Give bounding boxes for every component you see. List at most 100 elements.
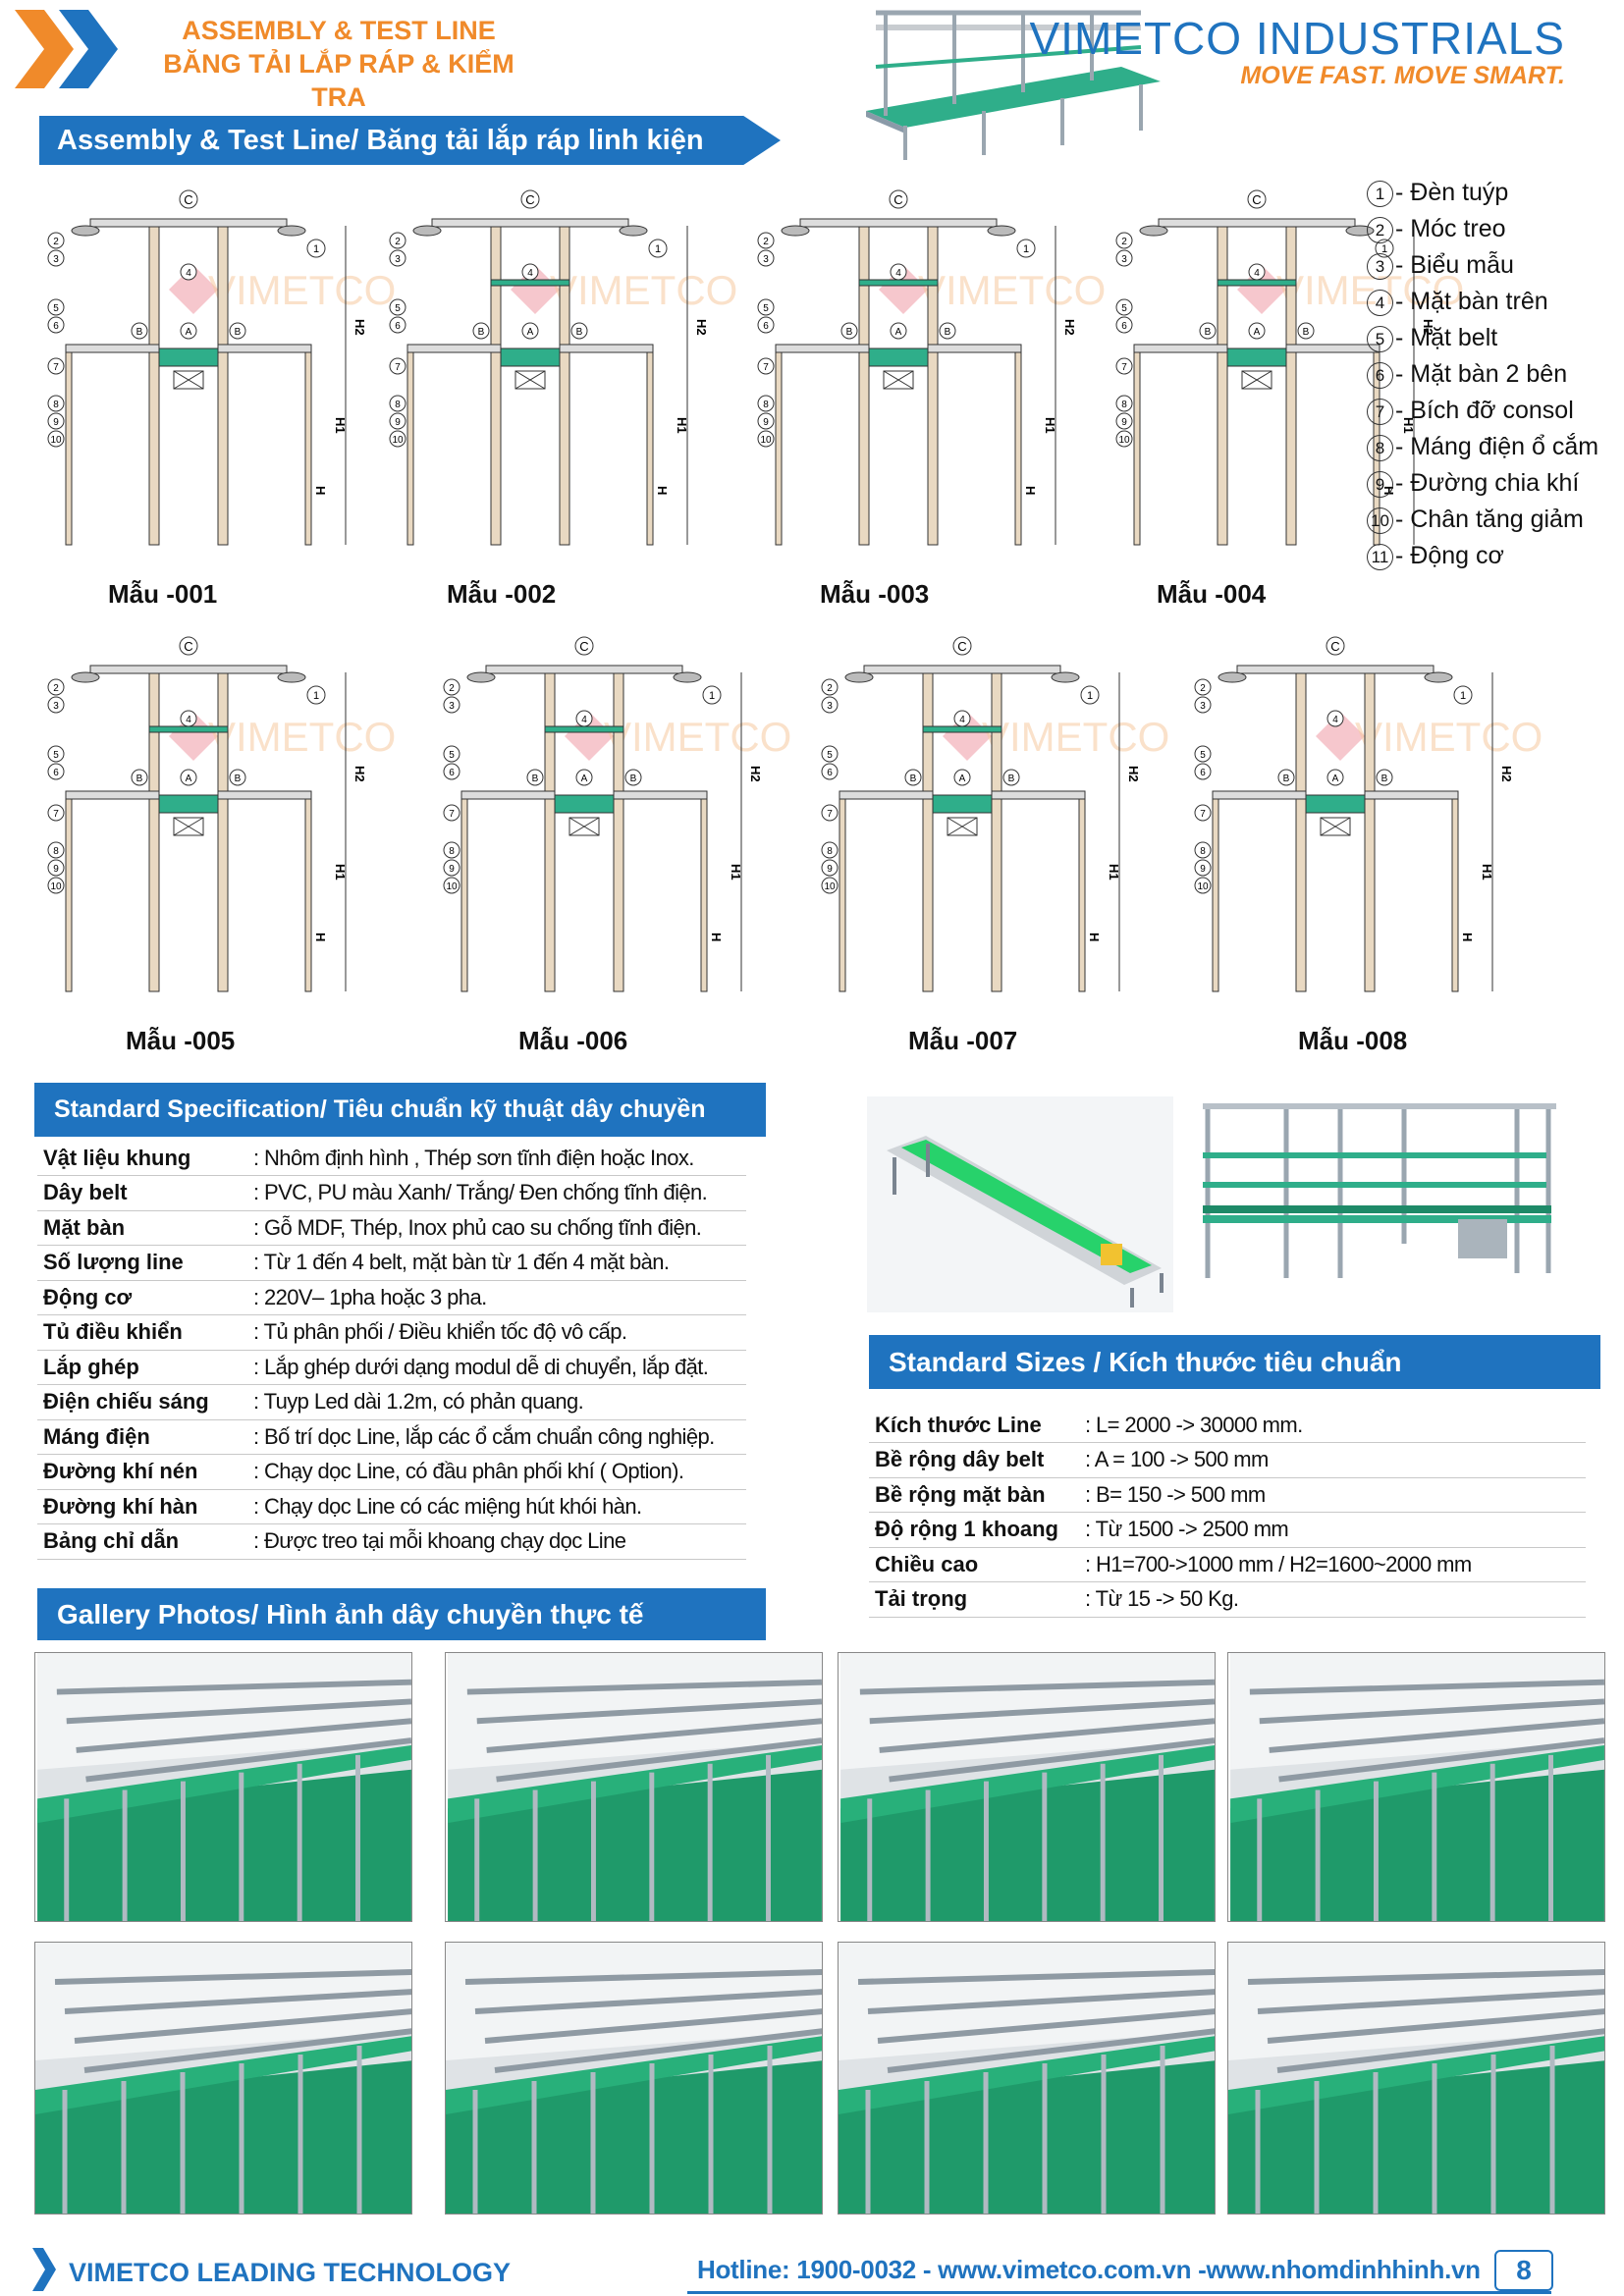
- table-row: Kích thước Line: L= 2000 -> 30000 mm.: [869, 1408, 1586, 1443]
- callout-icon: [443, 696, 460, 714]
- frame-post: [148, 220, 160, 546]
- frame-post: [490, 220, 502, 546]
- table-row: Đường khí nén: Chạy dọc Line, có đầu phâ…: [37, 1454, 746, 1490]
- leg: [1014, 351, 1022, 546]
- dimension-h2-label: H2: [748, 766, 763, 782]
- callout-icon: [389, 298, 406, 316]
- side-table: [927, 344, 1022, 353]
- dimension-marker-label: B: [945, 327, 951, 338]
- callout-icon: [1016, 239, 1036, 258]
- product-line-image: [1193, 1096, 1568, 1288]
- callout-icon: [47, 877, 65, 894]
- row-key: Độ rộng 1 khoang: [869, 1512, 1085, 1548]
- watermark-text: VIMETCO: [918, 267, 1106, 313]
- callout-number: 4: [186, 268, 191, 279]
- dimension-marker-icon: [939, 322, 956, 340]
- callout-number: 3: [395, 254, 401, 265]
- callout-icon: [1115, 395, 1133, 412]
- header-product-image: [866, 10, 1161, 160]
- callout-number: 6: [827, 768, 833, 778]
- side-table: [1212, 790, 1307, 800]
- callout-icon: [1080, 685, 1100, 705]
- row-value: : A = 100 -> 500 mm: [1085, 1442, 1586, 1478]
- belt: [554, 794, 615, 814]
- model-label: Mẫu -002: [447, 579, 557, 609]
- legend-number-icon: 4: [1367, 290, 1393, 316]
- dimension-h-label: H: [313, 486, 328, 495]
- dimension-c-label: C: [184, 639, 192, 654]
- table-row: Mặt bàn: Gỗ MDF, Thép, Inox phủ cao su c…: [37, 1210, 746, 1246]
- model-label: Mẫu -008: [1298, 1026, 1408, 1055]
- row-key: Bề rộng mặt bàn: [869, 1477, 1085, 1513]
- callout-number: 3: [53, 254, 59, 265]
- leg: [1133, 351, 1141, 546]
- belt: [868, 347, 929, 367]
- frame-post: [1364, 667, 1376, 992]
- callout-icon: [47, 412, 65, 430]
- watermark-logo: [879, 265, 928, 314]
- callout-icon: [389, 357, 406, 375]
- dimension-marker-icon: [1297, 322, 1315, 340]
- belt: [158, 347, 219, 367]
- legend-label: - Đèn tuýp: [1395, 179, 1509, 206]
- table-row: Số lượng line: Từ 1 đến 4 belt, mặt bàn …: [37, 1245, 746, 1281]
- legend-number-icon: 8: [1367, 435, 1393, 461]
- header-title-vi: BĂNG TẢI LẮP RÁP & KIỂM TRA: [163, 49, 514, 112]
- callout-number: 9: [395, 417, 401, 428]
- top-bar: [1158, 218, 1356, 228]
- callout-icon: [180, 263, 197, 281]
- callout-icon: [47, 678, 65, 696]
- dimension-marker-label: B: [910, 774, 917, 784]
- callout-number: 10: [50, 435, 62, 446]
- dimension-marker-label: B: [136, 327, 143, 338]
- legend-label: - Móc treo: [1395, 215, 1506, 242]
- side-table: [1285, 344, 1380, 353]
- callout-icon: [1194, 877, 1212, 894]
- header-title: ASSEMBLY & TEST LINE BĂNG TẢI LẮP RÁP & …: [137, 14, 540, 114]
- watermark-logo: [565, 712, 614, 761]
- gallery-photo: [838, 1942, 1216, 2215]
- dimension-c-label: C: [184, 192, 192, 207]
- top-bar: [799, 218, 998, 228]
- callout-number: 1: [1087, 690, 1093, 702]
- legend-number-icon: 11: [1367, 544, 1393, 570]
- side-table: [406, 344, 502, 353]
- model-label: Mẫu -005: [126, 1026, 236, 1055]
- top-bar: [89, 218, 288, 228]
- legend-label: - Đường chia khí: [1395, 469, 1580, 497]
- table-row: Đường khí hàn: Chạy dọc Line có các miện…: [37, 1489, 746, 1524]
- callout-number: 1: [313, 690, 319, 702]
- dimension-h-label: H: [709, 933, 724, 941]
- header-title-en: ASSEMBLY & TEST LINE: [182, 16, 496, 45]
- callout-number: 2: [1121, 237, 1127, 247]
- dimension-marker-label: B: [576, 327, 583, 338]
- gallery-photo: [34, 1942, 412, 2215]
- dimension-marker-icon: [521, 322, 539, 340]
- row-key: Tủ điều khiển: [37, 1314, 253, 1351]
- callout-number: 8: [1200, 846, 1206, 857]
- dimension-h1-label: H1: [729, 864, 743, 881]
- dimension-h2-label: H2: [1499, 766, 1514, 782]
- watermark-text: VIMETCO: [208, 714, 396, 760]
- legend-item: 3- Biểu mẫu: [1367, 247, 1598, 284]
- dimension-marker-label: B: [532, 774, 539, 784]
- callout-icon: [443, 745, 460, 763]
- row-value: : Tủ phân phối / Điều khiển tốc độ vô cấ…: [253, 1314, 746, 1351]
- dimension-c-label: C: [1252, 192, 1261, 207]
- legend-label: - Mặt bàn trên: [1395, 288, 1548, 315]
- row-value: : L= 2000 -> 30000 mm.: [1085, 1408, 1586, 1443]
- callout-icon: [47, 841, 65, 859]
- section-banner: Assembly & Test Line/ Băng tải lắp ráp l…: [39, 116, 781, 165]
- legend-item: 5- Mặt belt: [1367, 320, 1598, 356]
- callout-number: 6: [395, 321, 401, 332]
- callout-number: 7: [763, 362, 769, 373]
- callout-icon: [47, 395, 65, 412]
- callout-number: 10: [50, 881, 62, 892]
- callout-icon: [443, 804, 460, 822]
- row-key: Điện chiếu sáng: [37, 1384, 253, 1420]
- callout-icon: [521, 263, 539, 281]
- dimension-h1-label: H1: [1480, 864, 1494, 881]
- frame-post: [148, 667, 160, 992]
- dimension-marker-icon: [890, 322, 907, 340]
